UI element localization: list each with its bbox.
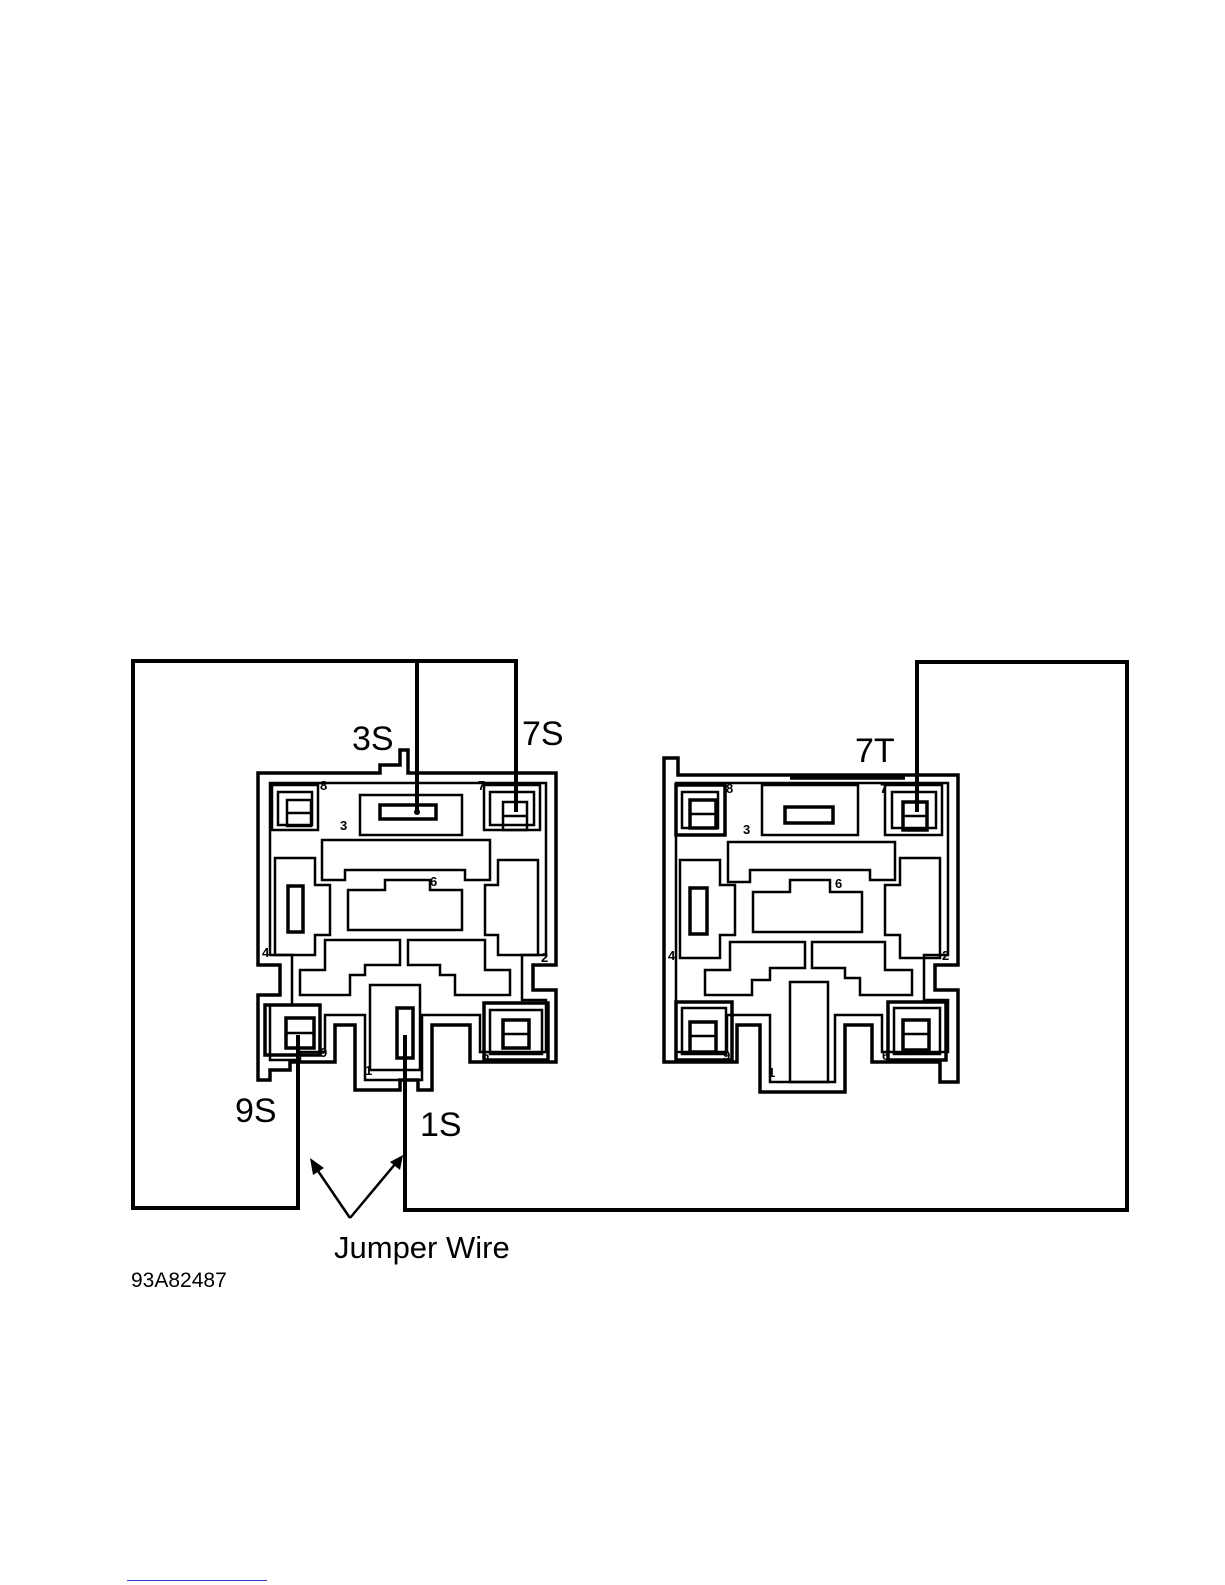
right-pin-7: 7 <box>880 781 887 796</box>
left-pin-9: 9 <box>320 1045 327 1060</box>
left-pin-6-center: 6 <box>430 874 437 889</box>
label-7t: 7T <box>855 732 895 770</box>
left-pin-3: 3 <box>340 818 347 833</box>
left-pin-8: 8 <box>320 778 327 793</box>
right-pin-3: 3 <box>743 822 750 837</box>
right-pin-6-center: 6 <box>835 876 842 891</box>
right-pin-9: 9 <box>723 1048 730 1063</box>
left-terminal-2-housing <box>485 860 538 955</box>
left-terminal-6-center <box>348 880 462 930</box>
left-pin-2: 2 <box>541 950 548 965</box>
right-pin-4: 4 <box>668 948 676 963</box>
label-jumper-wire: Jumper Wire <box>334 1230 510 1265</box>
label-3s: 3S <box>352 720 394 758</box>
left-pin-6-bottom: 6 <box>482 1048 489 1063</box>
jumper-wire-pointer <box>310 1155 403 1218</box>
figure-id: 93A82487 <box>131 1269 227 1292</box>
right-pin-8: 8 <box>726 781 733 796</box>
left-pin-7: 7 <box>478 778 485 793</box>
right-connector: 8 7 3 6 4 2 9 1 6 <box>664 758 958 1092</box>
left-terminal-3-housing <box>360 795 462 835</box>
right-pin-1: 1 <box>768 1065 775 1080</box>
label-9s: 9S <box>235 1092 277 1130</box>
label-1s: 1S <box>420 1106 462 1144</box>
right-pin-2: 2 <box>942 948 949 963</box>
left-pin-4: 4 <box>262 945 270 960</box>
jumper-wire-1s-7t <box>405 662 1127 1210</box>
jumper-wires <box>133 661 1127 1210</box>
right-pin-6-bottom: 6 <box>882 1048 889 1063</box>
right-terminal-3-housing <box>762 785 858 835</box>
footer-rule <box>127 1580 267 1581</box>
label-7s: 7S <box>522 715 564 753</box>
left-pin-1: 1 <box>365 1063 372 1078</box>
